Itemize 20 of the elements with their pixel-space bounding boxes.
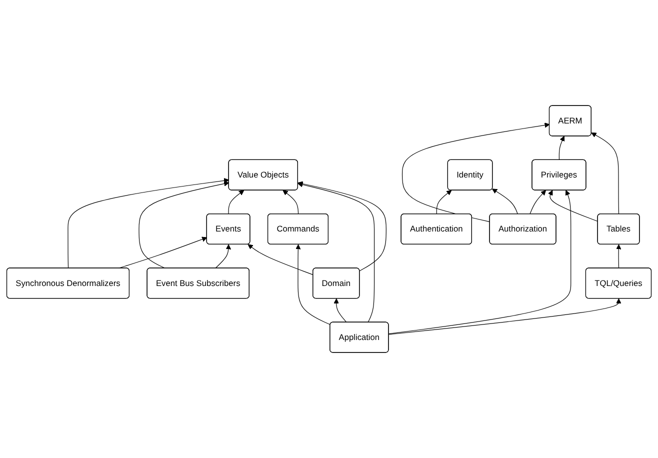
arrow bbox=[248, 244, 314, 276]
arrow bbox=[215, 244, 232, 269]
arrow bbox=[228, 190, 244, 214]
arrow bbox=[68, 178, 230, 269]
arrow bbox=[436, 190, 452, 214]
arrow bbox=[492, 188, 518, 214]
arrow bbox=[282, 190, 299, 214]
arrow bbox=[388, 190, 572, 334]
arrow bbox=[298, 181, 386, 272]
arrow bbox=[138, 181, 230, 269]
arrow bbox=[298, 182, 375, 323]
arrow bbox=[388, 298, 622, 335]
arrow bbox=[402, 122, 550, 222]
arrow bbox=[296, 244, 331, 325]
arrow bbox=[530, 190, 546, 214]
arrow bbox=[591, 132, 620, 214]
arrow bbox=[548, 190, 598, 222]
arrow bbox=[334, 298, 347, 323]
arrow bbox=[616, 244, 622, 269]
arrow bbox=[558, 136, 565, 160]
